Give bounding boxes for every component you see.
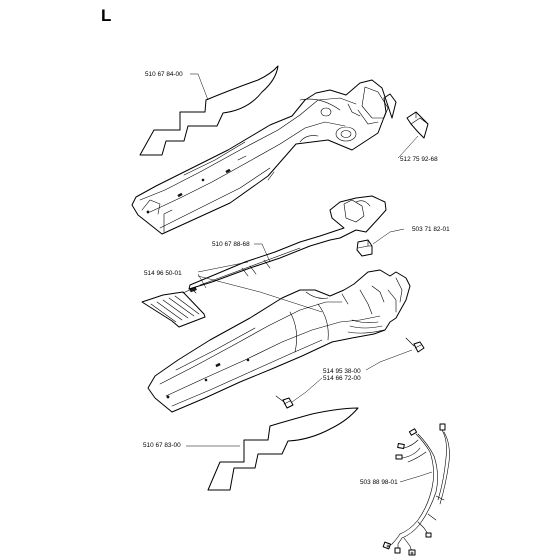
upper-handle-housing xyxy=(131,79,397,235)
wiring-harness xyxy=(382,423,450,556)
flat-spring xyxy=(141,286,206,328)
nut-callout: 503 71 82-01 xyxy=(372,226,450,245)
wiring-callout: 503 88 98-01 xyxy=(360,471,433,486)
screw-upper xyxy=(405,337,425,353)
throttle-rod-callout: 510 67 88-68 xyxy=(212,241,271,263)
throttle-rod-assembly xyxy=(188,195,387,290)
label-screw-set: 514 96 50-01 xyxy=(144,270,182,277)
label-clip: 512 75 92-68 xyxy=(400,156,438,163)
clip-part xyxy=(406,111,429,139)
screw-lower xyxy=(275,395,294,409)
upper-sticker-callout: 510 67 84-00 xyxy=(145,71,209,101)
label-screw-a: 514 95 38-00 xyxy=(323,368,361,375)
label-lower-sticker: 510 67 83-00 xyxy=(143,442,181,449)
section-letter: L xyxy=(101,6,111,25)
upper-sticker xyxy=(139,65,279,156)
label-throttle-rod: 510 67 88-68 xyxy=(212,241,250,248)
screw-callout: 514 95 38-00 514 66 72-00 xyxy=(291,349,413,403)
clip-callout: 512 75 92-68 xyxy=(397,135,438,163)
lower-housing xyxy=(147,269,411,413)
nut-part xyxy=(356,239,373,257)
screw-set-leads: 514 96 50-01 xyxy=(144,261,323,313)
label-nut: 503 71 82-01 xyxy=(412,226,450,233)
label-screw-b: 514 66 72-00 xyxy=(323,375,361,382)
lower-sticker xyxy=(207,407,359,491)
label-wiring: 503 88 98-01 xyxy=(360,479,398,486)
label-upper-sticker: 510 67 84-00 xyxy=(145,71,183,78)
lower-sticker-callout: 510 67 83-00 xyxy=(143,442,240,449)
